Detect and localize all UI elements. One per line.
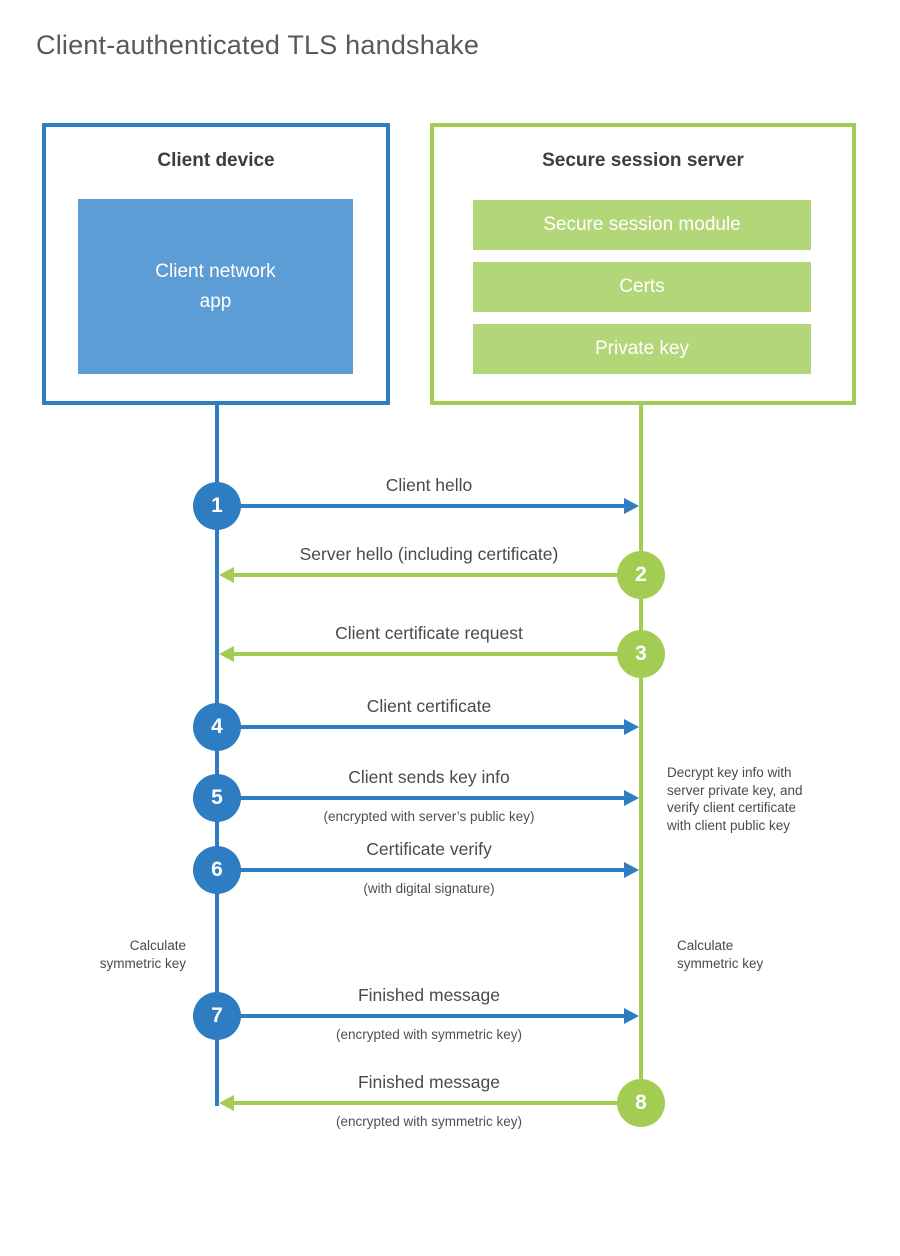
server-module-certs: Certs [473, 262, 811, 312]
calculate-symmetric-key-server-note: Calculate symmetric key [677, 938, 764, 971]
server-lifeline [639, 405, 643, 1079]
step-8-badge: 8 [617, 1079, 665, 1127]
step-4-right-arrow-icon [217, 719, 639, 735]
server-module-secure-session: Secure session module [473, 200, 811, 250]
step-2-label: Server hello (including certificate) [299, 544, 559, 564]
step-4-label: Client certificate [366, 696, 492, 716]
step-7-badge: 7 [193, 992, 241, 1040]
server-module-private-key: Private key [473, 324, 811, 374]
step-3-left-arrow-icon [219, 646, 641, 662]
calculate-symmetric-key-client-note: Calculate symmetric key [99, 938, 186, 971]
client-device-title: Client device [157, 150, 275, 171]
step-7-right-arrow-icon [217, 1008, 639, 1024]
step-5-right-arrow-icon [217, 790, 639, 806]
step-6-label: Certificate verify [366, 839, 492, 859]
step-1-badge: 1 [193, 482, 241, 530]
step-6-sublabel: (with digital signature) [363, 881, 495, 896]
client-network-app-block: Client network app [78, 199, 353, 374]
step-5-badge: 5 [193, 774, 241, 822]
step-7-sublabel: (encrypted with symmetric key) [335, 1027, 523, 1042]
step-5-label: Client sends key info [348, 767, 510, 787]
step-8-left-arrow-icon [219, 1095, 641, 1111]
step-2-badge: 2 [617, 551, 665, 599]
step-8-sublabel: (encrypted with symmetric key) [335, 1114, 523, 1129]
server-modules: Secure session module Certs Private key [473, 200, 811, 386]
secure-session-server-box: Secure session server Secure session mod… [430, 123, 856, 405]
step-5-sublabel: (encrypted with server’s public key) [323, 809, 535, 824]
step-1-label: Client hello [385, 475, 473, 495]
step-6-right-arrow-icon [217, 862, 639, 878]
client-lifeline [215, 405, 219, 1106]
step-1-right-arrow-icon [217, 498, 639, 514]
step-7-label: Finished message [357, 985, 501, 1005]
step-3-badge: 3 [617, 630, 665, 678]
step-6-badge: 6 [193, 846, 241, 894]
step-2-left-arrow-icon [219, 567, 641, 583]
decrypt-key-note: Decrypt key info with server private key… [667, 765, 803, 833]
step-4-badge: 4 [193, 703, 241, 751]
step-8-label: Finished message [357, 1072, 501, 1092]
client-device-box: Client device Client network app [42, 123, 390, 405]
step-3-label: Client certificate request [335, 623, 523, 643]
server-title: Secure session server [542, 150, 744, 171]
page-title: Client-authenticated TLS handshake [36, 30, 480, 60]
